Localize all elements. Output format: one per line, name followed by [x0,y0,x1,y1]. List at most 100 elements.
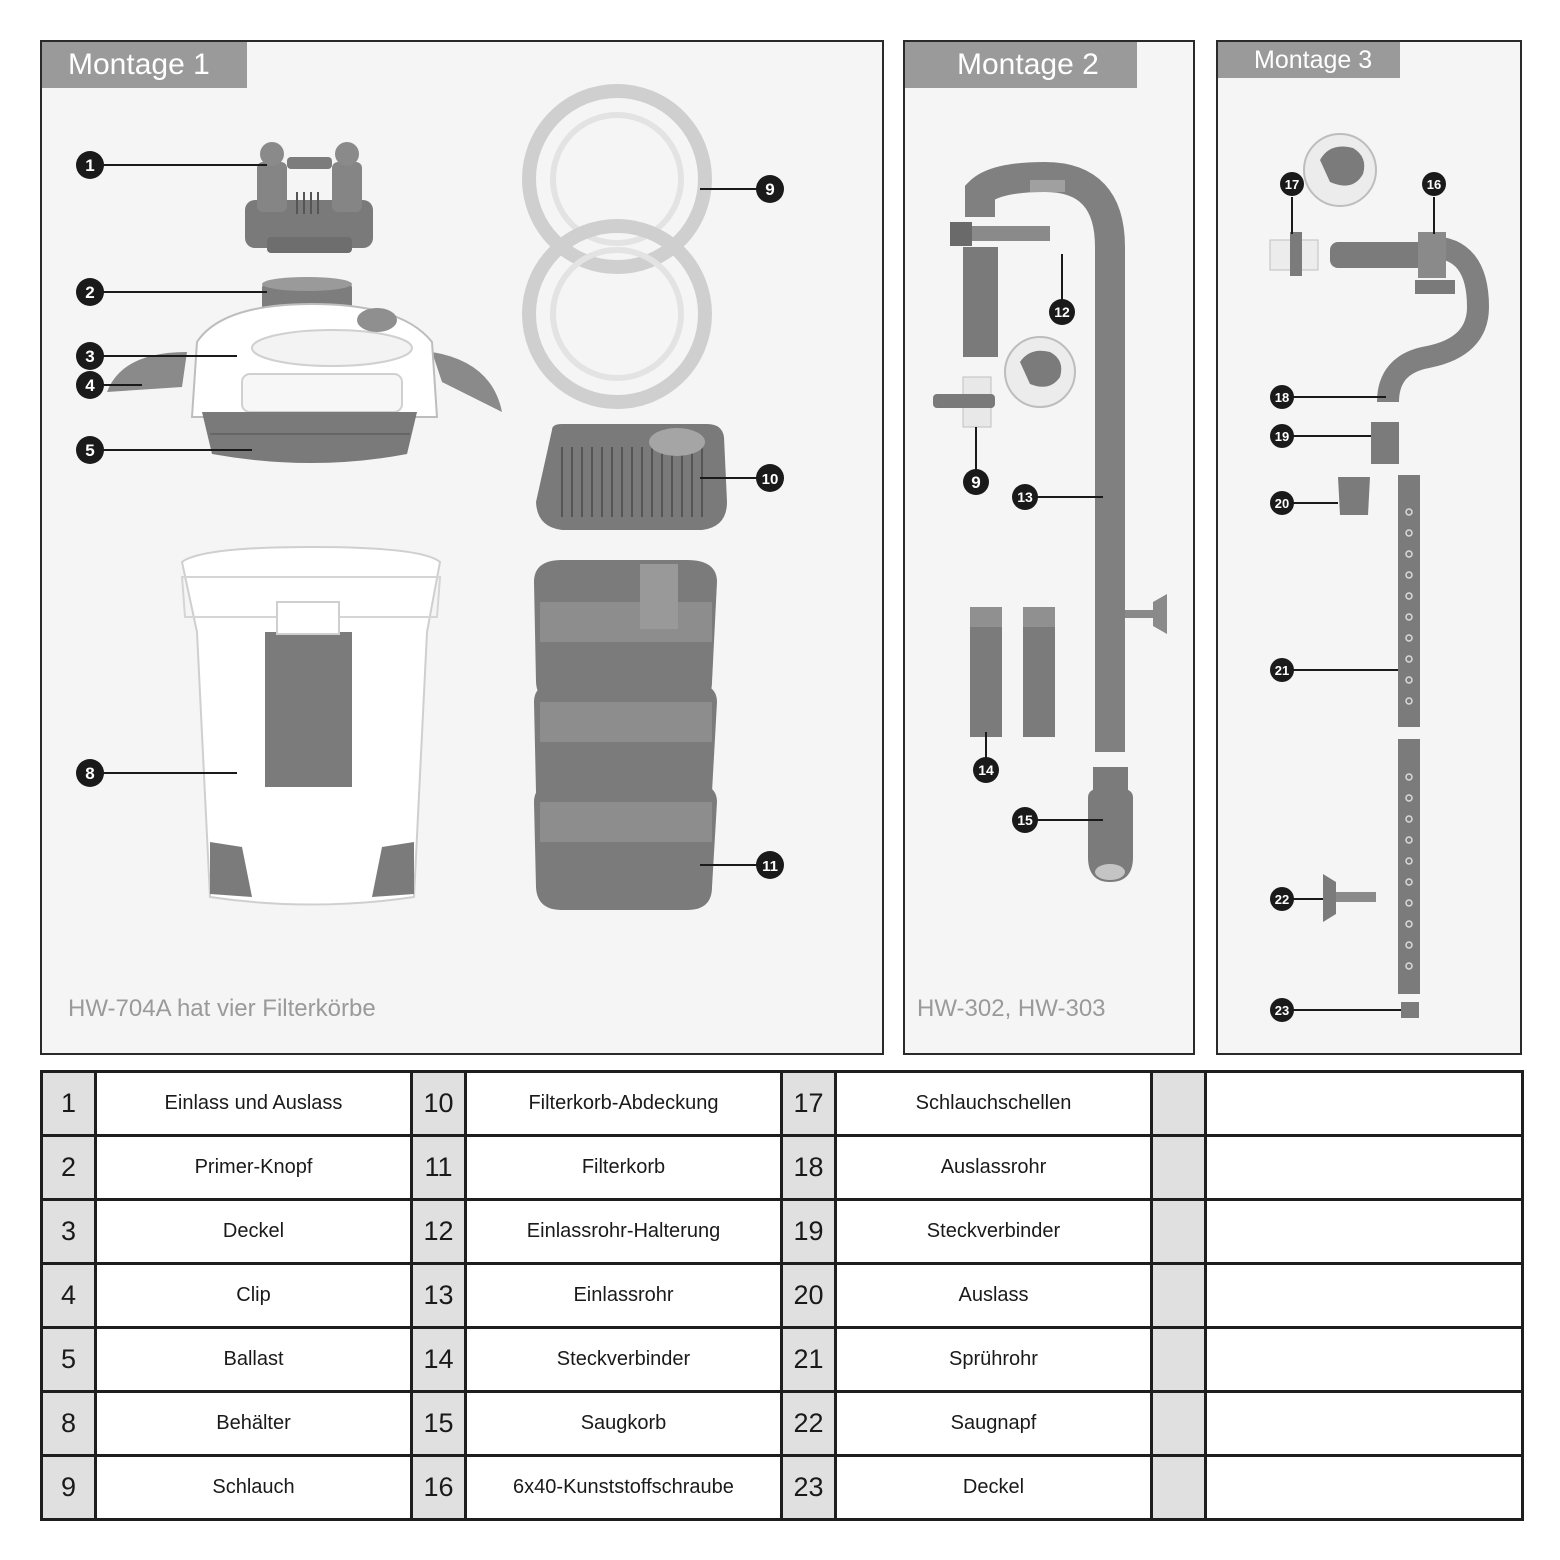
part-name-cell: Ballast [94,1326,413,1393]
svg-text:10: 10 [762,471,779,488]
part-name-cell: 6x40-Kunststoffschraube [464,1454,783,1521]
marker-8: 8 [76,759,104,787]
svg-text:3: 3 [85,347,94,366]
inlet-pipe-illustration [950,161,1125,752]
empty-number-cell [1150,1454,1207,1521]
part-number-cell: 2 [40,1134,97,1201]
marker-12: 12 [1049,299,1075,325]
marker-9: 9 [756,175,784,203]
marker-17: 17 [1280,172,1304,196]
part-name-cell: Deckel [834,1454,1153,1521]
part-name-cell: Auslassrohr [834,1134,1153,1201]
marker-3: 3 [76,342,104,370]
svg-text:15: 15 [1017,812,1033,828]
svg-text:16: 16 [1427,177,1441,192]
part-number-cell: 3 [40,1198,97,1265]
part-number-cell: 14 [410,1326,467,1393]
marker-20: 20 [1270,491,1294,515]
empty-number-cell [1150,1134,1207,1201]
part-name-cell: Saugnapf [834,1390,1153,1457]
montage-2-note: HW-302, HW-303 [917,995,1106,1022]
marker-18: 18 [1270,385,1294,409]
part-number-cell: 8 [40,1390,97,1457]
part-number-cell: 10 [410,1070,467,1137]
marker-4: 4 [76,371,104,399]
part-number-cell: 23 [780,1454,837,1521]
part-name-cell: Deckel [94,1198,413,1265]
part-number-cell: 18 [780,1134,837,1201]
part-name-cell: Saugkorb [464,1390,783,1457]
montage-3-title: Montage 3 [1218,42,1400,78]
svg-text:17: 17 [1285,177,1299,192]
montage-3-diagram: 17 16 18 19 20 21 22 23 [1269,133,1490,1022]
part-name-cell: Clip [94,1262,413,1329]
empty-name-cell [1204,1262,1524,1329]
svg-text:18: 18 [1275,390,1289,405]
montage-3-panel: Montage 3 [1216,40,1522,1055]
svg-text:4: 4 [85,376,95,395]
svg-text:21: 21 [1275,663,1289,678]
part-name-cell: Filterkorb-Abdeckung [464,1070,783,1137]
part-name-cell: Auslass [834,1262,1153,1329]
empty-number-cell [1150,1198,1207,1265]
marker-22: 22 [1270,887,1294,911]
part-name-cell: Einlassrohr-Halterung [464,1198,783,1265]
svg-text:20: 20 [1275,496,1289,511]
part-number-cell: 21 [780,1326,837,1393]
part-number-cell: 13 [410,1262,467,1329]
empty-name-cell [1204,1326,1524,1393]
ballast-illustration [202,412,417,463]
hose-holder-illustration [933,336,1076,428]
marker-2: 2 [76,278,104,306]
empty-number-cell [1150,1070,1207,1137]
marker-16: 16 [1422,172,1446,196]
empty-name-cell [1204,1070,1524,1137]
marker-11: 11 [756,851,784,879]
empty-name-cell [1204,1134,1524,1201]
marker-1: 1 [76,151,104,179]
connector-illustration [970,607,1055,737]
outlet-pipe-illustration [1330,232,1490,403]
marker-9-holder: 9 [963,469,989,495]
container-illustration [180,545,442,906]
part-number-cell: 15 [410,1390,467,1457]
spray-bar-illustration [1398,475,1420,994]
part-number-cell: 22 [780,1390,837,1457]
empty-name-cell [1204,1454,1524,1521]
strainer-illustration [1088,767,1133,882]
part-number-cell: 1 [40,1070,97,1137]
part-name-cell: Einlass und Auslass [94,1070,413,1137]
part-number-cell: 17 [780,1070,837,1137]
part-name-cell: Schlauchschellen [834,1070,1153,1137]
montage-2-panel: Montage 2 [903,40,1195,1055]
part-name-cell: Schlauch [94,1454,413,1521]
part-name-cell: Einlassrohr [464,1262,783,1329]
part-number-cell: 12 [410,1198,467,1265]
part-number-cell: 20 [780,1262,837,1329]
montage-1-leader-lines [90,164,770,866]
part-name-cell: Steckverbinder [464,1326,783,1393]
part-number-cell: 16 [410,1454,467,1521]
marker-15: 15 [1012,807,1038,833]
empty-name-cell [1204,1390,1524,1457]
hose-illustration [522,84,712,409]
part-number-cell: 9 [40,1454,97,1521]
hose-clamp-illustration [1269,133,1377,276]
part-name-cell: Steckverbinder [834,1198,1153,1265]
marker-13: 13 [1012,484,1038,510]
montage-1-note: HW-704A hat vier Filterkörbe [68,995,376,1022]
filter-basket-illustration [534,560,717,910]
svg-text:9: 9 [765,180,774,199]
marker-10: 10 [756,464,784,492]
part-number-cell: 5 [40,1326,97,1393]
marker-19: 19 [1270,424,1294,448]
svg-text:23: 23 [1275,1003,1289,1018]
svg-text:2: 2 [85,283,94,302]
svg-text:1: 1 [85,156,94,175]
svg-text:9: 9 [971,473,980,492]
